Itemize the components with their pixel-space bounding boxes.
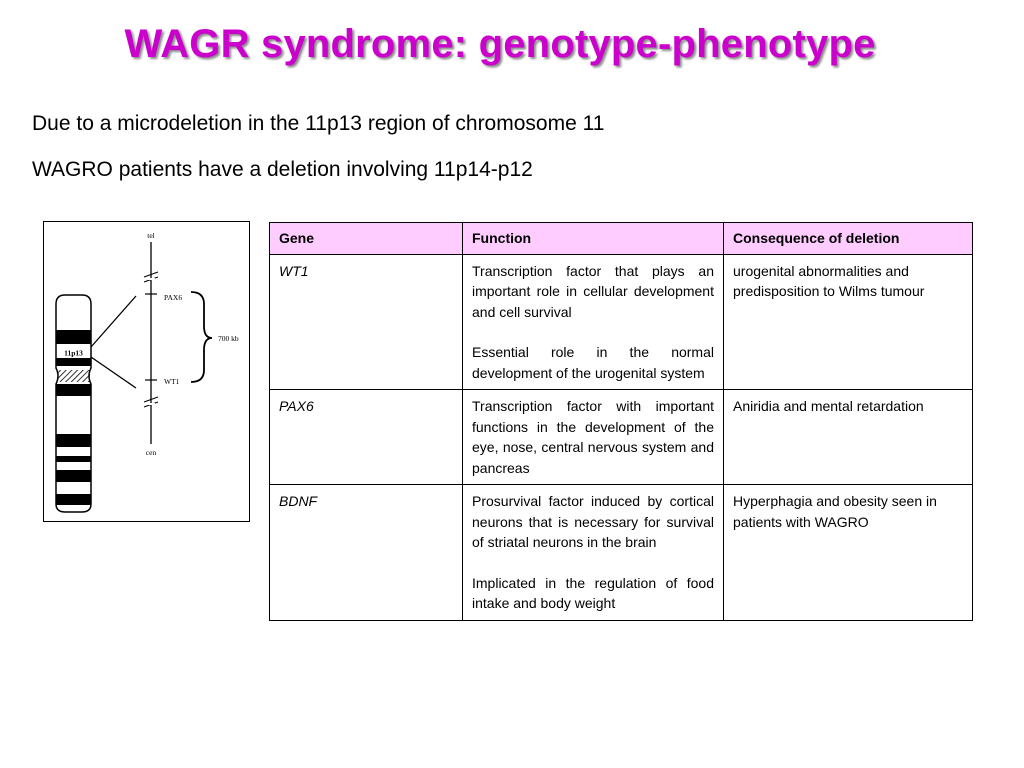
gene-consequence: Hyperphagia and obesity seen in patients…: [723, 484, 973, 621]
subtitle-line-2: WAGRO patients have a deletion involving…: [32, 158, 533, 181]
band-label: 11p13: [64, 349, 83, 358]
chromosome-figure: 11p13 tel cen PAX6 WT1 700 kb: [43, 221, 250, 522]
brace: [190, 291, 213, 383]
table-header-row: Gene Function Consequence of deletion: [269, 222, 973, 255]
gene-label-wt1: WT1: [164, 377, 180, 386]
chromosome-band: [56, 358, 91, 366]
subtitle-line-1: Due to a microdeletion in the 11p13 regi…: [32, 112, 605, 135]
gene-function: Prosurvival factor induced by cortical n…: [462, 484, 724, 621]
table-row: BDNF Prosurvival factor induced by corti…: [269, 484, 973, 621]
chromosome-centromere: [57, 370, 90, 382]
slide-title: WAGR syndrome: genotype-phenotype: [124, 22, 876, 66]
gene-name: PAX6: [269, 389, 463, 485]
chromosome-band: [56, 330, 91, 344]
function-text: Transcription factor with important func…: [472, 398, 714, 476]
function-text: Transcription factor that plays an impor…: [472, 262, 714, 320]
gene-consequence: urogenital abnormalities and predisposit…: [723, 253, 973, 390]
chromosome-band: [56, 434, 91, 447]
header-function: Function: [462, 222, 724, 255]
gene-name: BDNF: [269, 484, 463, 621]
gene-name: WT1: [269, 253, 463, 390]
gene-table: Gene Function Consequence of deletion WT…: [269, 222, 973, 621]
header-consequence: Consequence of deletion: [723, 222, 973, 255]
chromosome-band: [56, 470, 91, 482]
function-text: Implicated in the regulation of food int…: [472, 574, 714, 612]
gene-label-pax6: PAX6: [164, 293, 182, 302]
header-gene: Gene: [269, 222, 463, 255]
table-row: WT1 Transcription factor that plays an i…: [269, 253, 973, 390]
gene-consequence: Aniridia and mental retardation: [723, 389, 973, 485]
tel-label: tel: [147, 231, 155, 240]
function-text: Prosurvival factor induced by cortical n…: [472, 493, 714, 550]
size-label: 700 kb: [218, 334, 239, 343]
cen-label: cen: [146, 448, 157, 457]
gene-function: Transcription factor with important func…: [462, 389, 724, 485]
chromosome-band: [56, 384, 91, 396]
table-row: PAX6 Transcription factor with important…: [269, 389, 973, 485]
chromosome-band: [56, 456, 91, 462]
gene-function: Transcription factor that plays an impor…: [462, 253, 724, 390]
chromosome-band: [56, 494, 91, 505]
function-text: Essential role in the normal development…: [472, 344, 714, 381]
chromosome-diagram: 11p13 tel cen PAX6 WT1 700 kb: [55, 231, 239, 513]
